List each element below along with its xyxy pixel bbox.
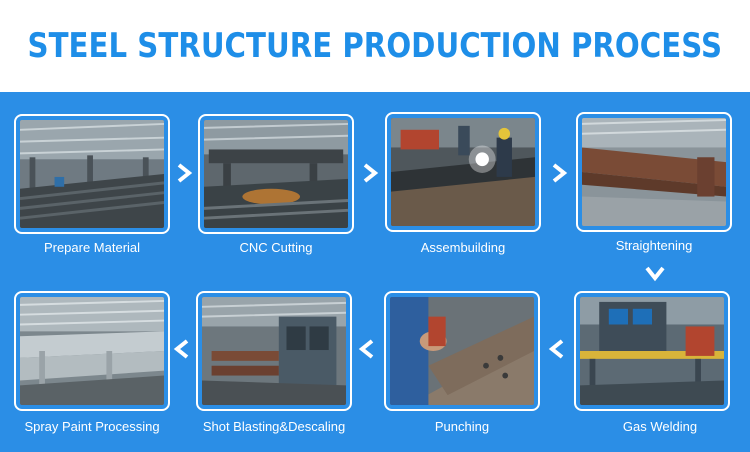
step-label-punching: Punching — [434, 419, 490, 434]
chevron-down-icon — [644, 262, 666, 284]
photo-spray-paint — [20, 297, 164, 405]
step-label-prepare-material: Prepare Material — [43, 240, 141, 255]
chevron-right-icon — [359, 162, 381, 184]
header: STEEL STRUCTURE PRODUCTION PROCESS — [0, 0, 750, 92]
photo-gas-welding — [580, 297, 724, 405]
photo-punching — [390, 297, 534, 405]
chevron-right-icon — [173, 162, 195, 184]
step-card-spray-paint — [14, 291, 170, 411]
chevron-left-icon — [171, 338, 193, 360]
step-card-shot-blasting — [196, 291, 352, 411]
photo-cnc-cutting — [204, 120, 348, 228]
chevron-left-icon — [546, 338, 568, 360]
step-label-straightening: Straightening — [615, 238, 693, 253]
step-label-cnc-cutting: CNC Cutting — [239, 240, 313, 255]
step-label-gas-welding: Gas Welding — [622, 419, 698, 434]
photo-shot-blasting — [202, 297, 346, 405]
chevron-left-icon — [356, 338, 378, 360]
photo-prepare-material — [20, 120, 164, 228]
step-label-spray-paint: Spray Paint Processing — [24, 419, 160, 434]
step-label-shot-blasting: Shot Blasting&Descaling — [202, 419, 346, 434]
photo-assembuilding — [391, 118, 535, 226]
step-card-gas-welding — [574, 291, 730, 411]
step-label-assembuilding: Assembuilding — [420, 240, 506, 255]
step-card-straightening — [576, 112, 732, 232]
page-title: STEEL STRUCTURE PRODUCTION PROCESS — [27, 26, 723, 66]
photo-straightening — [582, 118, 726, 226]
step-card-assembuilding — [385, 112, 541, 232]
step-card-prepare-material — [14, 114, 170, 234]
chevron-right-icon — [548, 162, 570, 184]
step-card-cnc-cutting — [198, 114, 354, 234]
step-card-punching — [384, 291, 540, 411]
